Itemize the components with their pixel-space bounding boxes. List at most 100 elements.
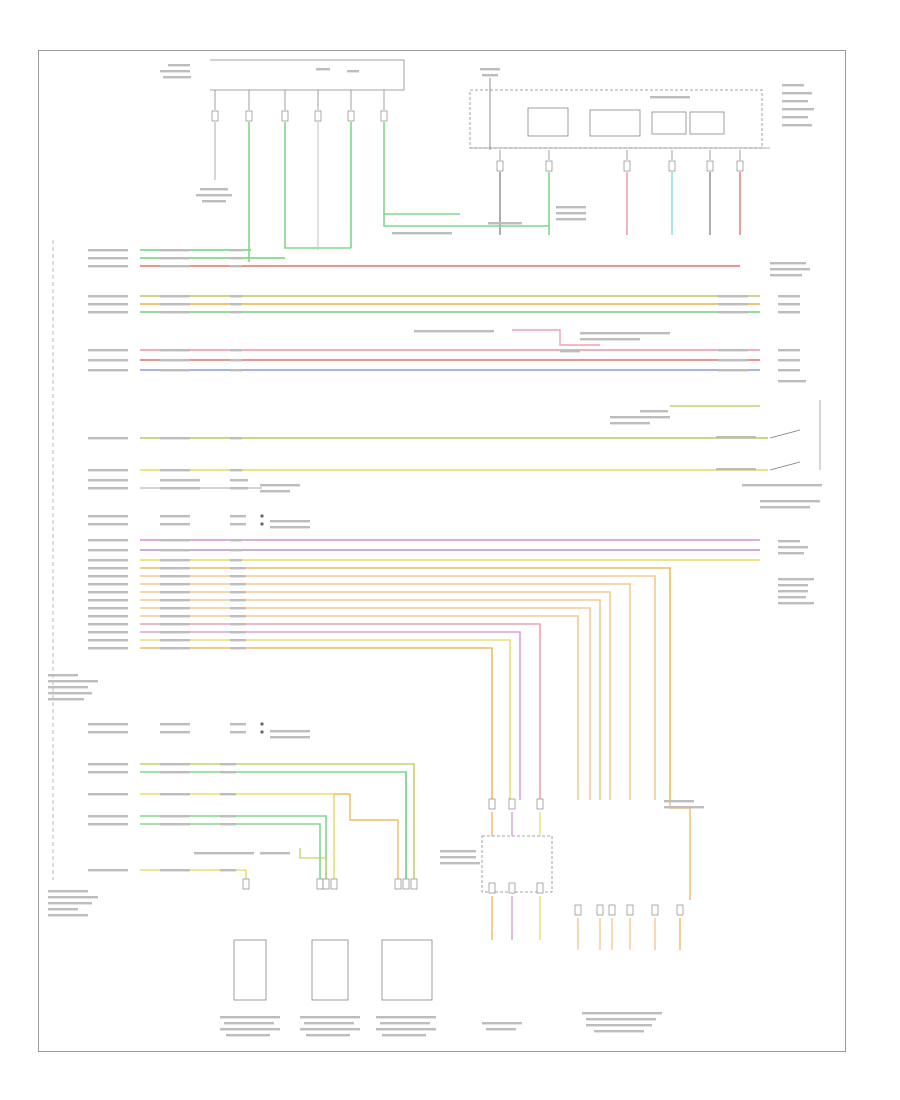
switch-title (760, 506, 810, 509)
fuse-side-label (782, 100, 808, 103)
fuse-side-label (782, 84, 804, 87)
harness-code (160, 549, 190, 552)
right-label (778, 584, 808, 587)
ground-label (200, 188, 228, 191)
branch-label (580, 332, 670, 335)
branch-label (580, 338, 640, 341)
switch-title (742, 484, 822, 487)
harness-circuit (230, 359, 242, 362)
orange-crossover (334, 793, 399, 880)
lower-connector (330, 878, 338, 890)
harness-label-right (778, 359, 800, 362)
bottom-caption (300, 1016, 360, 1019)
top-connector-terminal (281, 110, 289, 122)
lower-wire (140, 869, 247, 880)
splice-label (392, 232, 452, 235)
fuse-terminal (668, 160, 676, 172)
orange-jog (669, 800, 691, 900)
row-note (260, 490, 290, 493)
lower-wire (140, 771, 407, 880)
top-connector-terminal (245, 110, 253, 122)
fuse-box (651, 111, 687, 135)
row-code (160, 487, 200, 490)
harness-label-right (718, 311, 748, 314)
sensor-label (440, 862, 480, 865)
harness-circuit (230, 469, 242, 472)
fuse-block-outline (469, 89, 763, 149)
top-connector-label (163, 76, 191, 79)
wire-green-4 (383, 122, 460, 215)
lower-module-title (48, 890, 88, 893)
harness-circuit (230, 559, 242, 562)
lower-module-title (48, 896, 98, 899)
drop-wire (140, 631, 521, 800)
right-caption (586, 1024, 652, 1027)
right-block-label (770, 262, 806, 265)
row-circuit (230, 731, 246, 734)
row-label (88, 793, 128, 796)
row-circuit (230, 623, 246, 626)
wire-green-5 (383, 214, 549, 227)
top-connector-label (160, 70, 190, 73)
fuse-box (689, 111, 725, 135)
row-note (270, 736, 310, 739)
harness-circuit (230, 311, 242, 314)
row-code (160, 599, 190, 602)
row-code (160, 823, 190, 826)
sensor-connector-bottom (508, 882, 516, 894)
row-circuit (230, 607, 246, 610)
row-label (88, 487, 128, 490)
row-code (160, 479, 200, 482)
drop-wire (140, 639, 511, 800)
right-label (778, 596, 806, 599)
row-note (270, 520, 310, 523)
right-caption (586, 1018, 656, 1021)
row-note (270, 526, 310, 529)
row-label (88, 771, 128, 774)
lower-connector (242, 878, 250, 890)
branch-label (414, 330, 494, 333)
row-circuit (230, 487, 248, 490)
wire-green-2 (284, 122, 351, 249)
harness-code (160, 469, 190, 472)
lower-connector (410, 878, 418, 890)
top-connector-pin-label (316, 68, 330, 71)
row-code (160, 763, 190, 766)
fuse-side-label (782, 124, 812, 127)
right-connector (676, 904, 684, 916)
splice-note (260, 852, 290, 855)
sensor-caption (486, 1028, 516, 1031)
harness-label-right (718, 295, 748, 298)
diagram-frame (38, 50, 846, 1052)
lower-module-title (48, 902, 92, 905)
harness-circuit (230, 303, 242, 306)
row-code (160, 793, 190, 796)
row-circuit (230, 639, 246, 642)
splice-label (556, 206, 586, 209)
row-code (160, 869, 190, 872)
lower-wire (140, 763, 415, 880)
splice-label (556, 218, 586, 221)
sensor-caption (482, 1022, 522, 1025)
harness-label-left (88, 349, 128, 352)
top-connector-terminal (380, 110, 388, 122)
harness-label-right (718, 359, 748, 362)
fuse-side-label (782, 92, 812, 95)
right-label (778, 578, 814, 581)
row-label (88, 647, 128, 650)
right-block-label (770, 268, 810, 271)
fuse-terminal (706, 160, 714, 172)
bottom-component-2 (311, 939, 349, 1001)
bottom-caption (224, 1022, 274, 1025)
splice-label (556, 212, 586, 215)
harness-label-right (778, 303, 800, 306)
harness-code (160, 539, 190, 542)
splice-dot (260, 730, 264, 734)
right-connector (574, 904, 582, 916)
lower-wire (140, 793, 335, 880)
right-connector (596, 904, 604, 916)
harness-circuit (230, 437, 242, 440)
right-block-label (770, 274, 802, 277)
module-title (48, 686, 88, 689)
right-label (778, 546, 808, 549)
